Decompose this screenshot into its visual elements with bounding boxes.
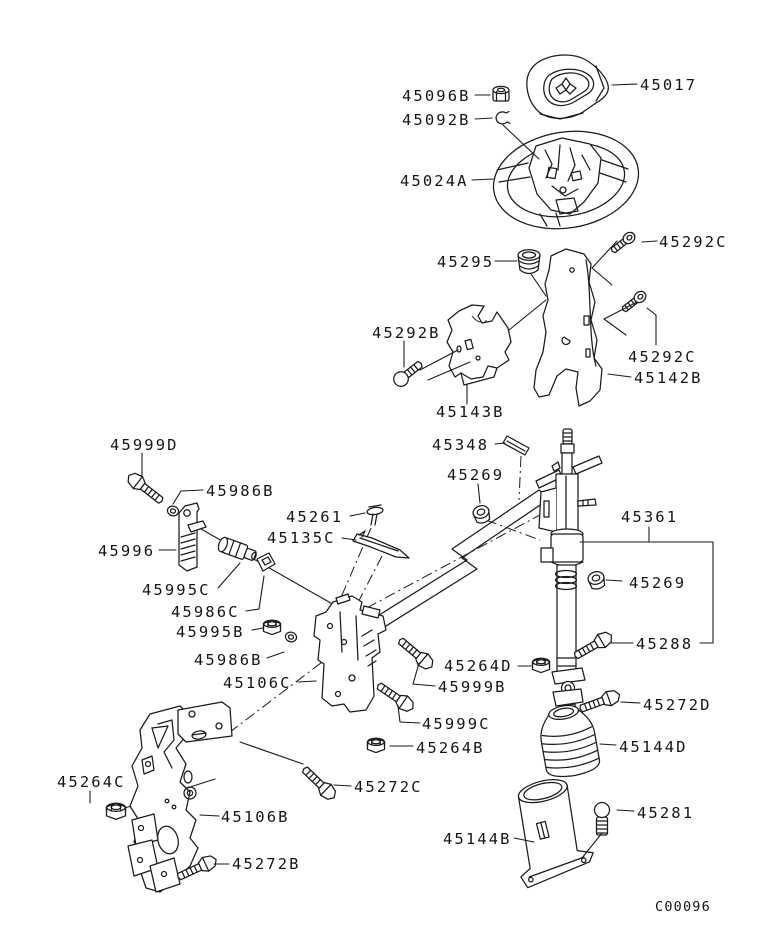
part-label-45999D: 45999D — [110, 436, 179, 454]
key-45348 — [503, 436, 529, 455]
part-label-45264B: 45264B — [416, 739, 485, 757]
part-label-45292C-2: 45292C — [628, 348, 697, 366]
nut-45264D — [531, 657, 551, 674]
bolt-45999D — [123, 468, 168, 508]
screw-45292C-lower — [619, 288, 649, 315]
part-label-45996: 45996 — [98, 542, 155, 560]
part-label-45348: 45348 — [432, 436, 489, 454]
bolt-45272D — [576, 687, 623, 717]
part-label-45096B: 45096B — [402, 87, 471, 105]
brand-diamond-icon — [556, 78, 576, 94]
part-label-45269-2: 45269 — [629, 574, 686, 592]
nut-45264C — [105, 802, 127, 821]
lever-45135C — [353, 531, 409, 558]
nut-45096B — [493, 86, 509, 101]
column-hole-cover-45144B — [500, 773, 598, 888]
bolt-45292B — [391, 358, 426, 390]
part-label-45144B: 45144B — [443, 830, 512, 848]
part-label-45024A: 45024A — [400, 172, 469, 190]
bushing-45269-lower — [586, 569, 608, 592]
screw-45281 — [595, 803, 610, 836]
steering-wheel-45024A — [486, 121, 645, 239]
bolt-45999C — [373, 678, 418, 716]
leader-lines — [90, 84, 713, 864]
part-label-45272B: 45272B — [232, 855, 301, 873]
part-label-45288: 45288 — [636, 635, 693, 653]
snap-ring-45092B — [496, 112, 510, 124]
part-label-45144D: 45144D — [619, 738, 688, 756]
section-plane — [368, 490, 549, 631]
part-label-45106B: 45106B — [221, 808, 290, 826]
bolt-45288 — [570, 628, 616, 664]
washer-45986B-lower — [283, 630, 299, 644]
part-label-45135C: 45135C — [267, 529, 336, 547]
grommet-45295 — [518, 250, 540, 274]
part-label-45295: 45295 — [437, 253, 494, 271]
part-label-45106C: 45106C — [223, 674, 292, 692]
boot-45144D — [536, 701, 601, 780]
part-label-45995C: 45995C — [142, 581, 211, 599]
nut-45995B — [262, 619, 282, 636]
part-label-45264C: 45264C — [57, 773, 126, 791]
screw-45292C-upper — [608, 229, 638, 256]
cylinder-45995C — [217, 536, 259, 563]
part-label-45272C: 45272C — [354, 778, 423, 796]
part-label-45143B: 45143B — [436, 403, 505, 421]
column-cover-lower-45143B — [447, 305, 511, 385]
part-labels: 45096B 45092B 45017 45024A 45292C 45295 … — [57, 76, 728, 915]
horn-pad-45017 — [527, 55, 608, 119]
part-label-45292C-1: 45292C — [659, 233, 728, 251]
bushing-45269-upper — [471, 503, 493, 526]
part-label-45269-1: 45269 — [447, 466, 504, 484]
bolt-45272C — [298, 762, 340, 804]
part-label-45986B-1: 45986B — [206, 482, 275, 500]
part-label-45292B: 45292B — [372, 324, 441, 342]
part-label-45999B: 45999B — [438, 678, 507, 696]
part-label-45264D: 45264D — [444, 657, 513, 675]
nut-45264B — [366, 737, 386, 754]
part-label-45142B: 45142B — [634, 369, 703, 387]
bracket-45106B — [128, 702, 232, 892]
part-label-45092B: 45092B — [402, 111, 471, 129]
bolt-45999B — [394, 633, 438, 674]
part-label-45261: 45261 — [286, 508, 343, 526]
lock-bracket-45996 — [179, 503, 206, 571]
part-label-45361: 45361 — [621, 508, 678, 526]
bracket-45106C — [314, 594, 386, 712]
part-label-45995B: 45995B — [176, 623, 245, 641]
part-label-45986B-2: 45986B — [194, 651, 263, 669]
part-label-45272D: 45272D — [643, 696, 712, 714]
drawing-code: C00096 — [655, 899, 711, 915]
screw-45261 — [367, 505, 384, 525]
part-label-45999C: 45999C — [422, 715, 491, 733]
part-label-45281: 45281 — [637, 804, 694, 822]
washer-45986B-upper — [165, 504, 181, 518]
column-cover-upper-45142B — [534, 249, 602, 406]
part-label-45017: 45017 — [640, 76, 697, 94]
part-label-45986C: 45986C — [171, 603, 240, 621]
clip-45986C — [257, 553, 275, 571]
